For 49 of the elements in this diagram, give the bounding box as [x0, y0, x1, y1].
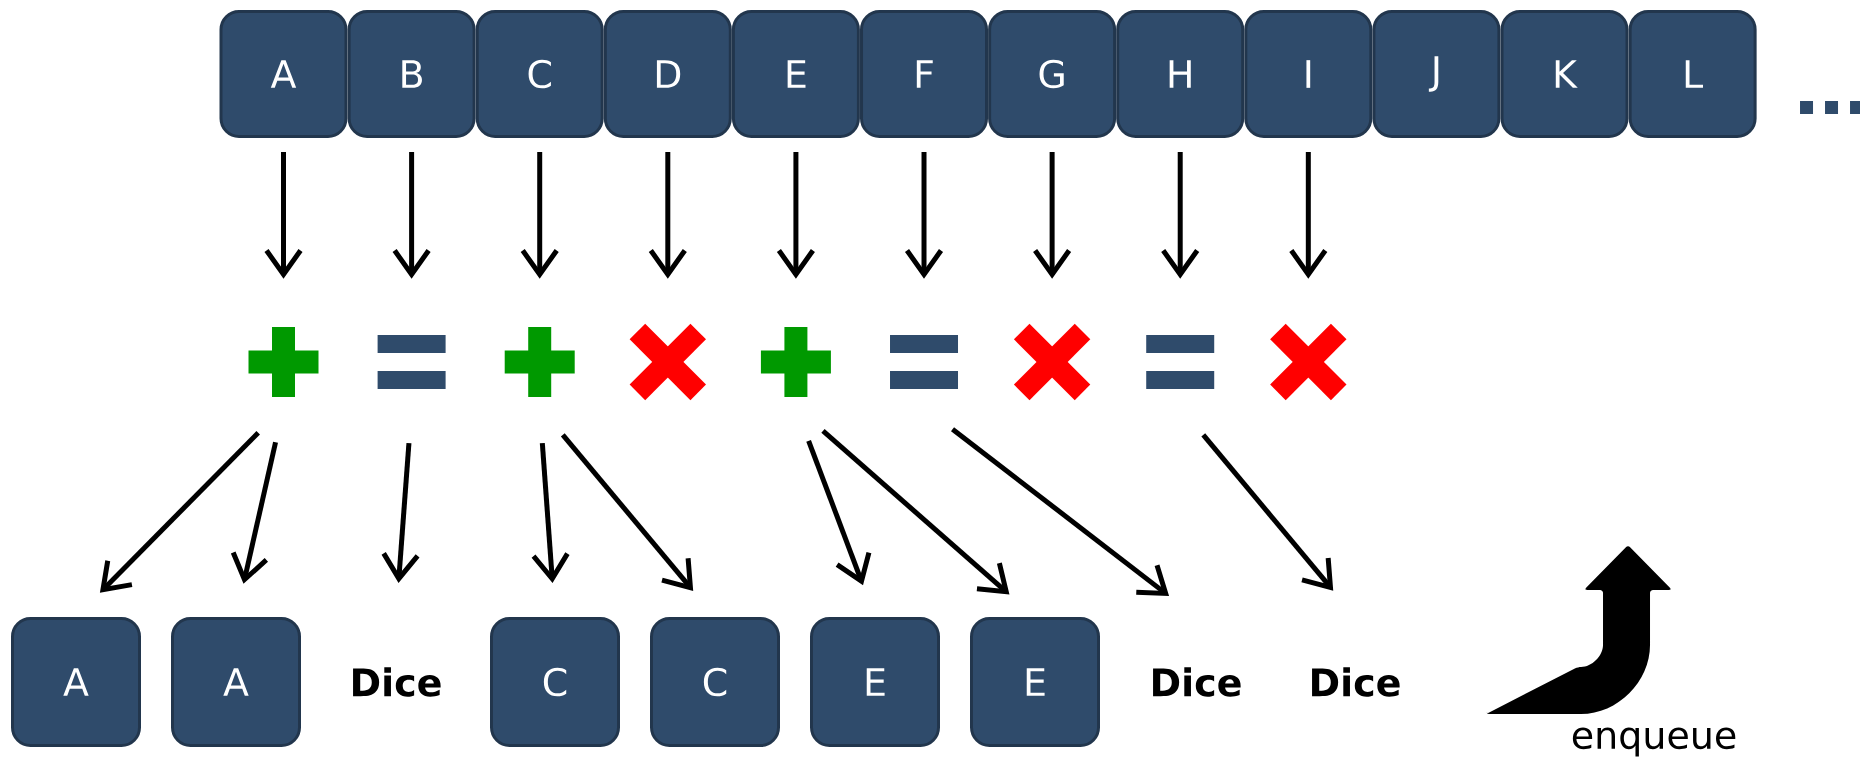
arrow [806, 440, 872, 586]
arrow [904, 152, 944, 279]
arrow [520, 152, 559, 279]
letter-box: K [1500, 10, 1629, 138]
letter-box: I [1244, 10, 1373, 138]
letter-box: J [1372, 10, 1501, 138]
arrow [1201, 433, 1334, 591]
arrow [1289, 152, 1328, 279]
equals-sign [377, 335, 446, 389]
letter-box: E [810, 617, 940, 747]
arrow [392, 152, 431, 279]
cross-mark [629, 323, 706, 401]
cross-mark [1270, 323, 1347, 401]
letter-box: C [490, 617, 620, 747]
arrow [776, 152, 815, 279]
plus-sign [760, 327, 831, 397]
arrow [1161, 152, 1200, 279]
equals-sign [1146, 335, 1215, 389]
arrow [531, 442, 570, 584]
letter-box: F [860, 10, 988, 138]
letter-box: A [11, 617, 141, 747]
letter-box: E [731, 10, 860, 138]
arrow [560, 433, 694, 591]
text-label: Dice [1312, 667, 1400, 697]
letter-box: D [603, 10, 732, 138]
caption-text: enqueue [1572, 727, 1736, 757]
letter-box: B [347, 10, 476, 138]
arrow [951, 427, 1170, 597]
equals-sign [890, 335, 958, 389]
text-label: Dice [353, 667, 441, 697]
letter-box: G [988, 10, 1117, 138]
text-label: Dice [1153, 667, 1241, 697]
arrow [648, 152, 687, 279]
letter-box: A [219, 10, 348, 138]
arrow [230, 441, 278, 584]
letter-box: C [650, 617, 780, 747]
arrow [1033, 152, 1072, 279]
letter-box: A [171, 617, 301, 747]
arrow [99, 431, 260, 593]
letter-box: C [475, 10, 604, 138]
letter-box: H [1116, 10, 1245, 138]
arrow [264, 152, 303, 279]
letter-box: L [1628, 10, 1757, 138]
arrow [381, 442, 420, 583]
plus-sign [504, 327, 575, 397]
cross-mark [1013, 323, 1091, 401]
letter-box: E [970, 617, 1100, 747]
plus-sign [248, 327, 319, 397]
arrow [821, 429, 1010, 595]
